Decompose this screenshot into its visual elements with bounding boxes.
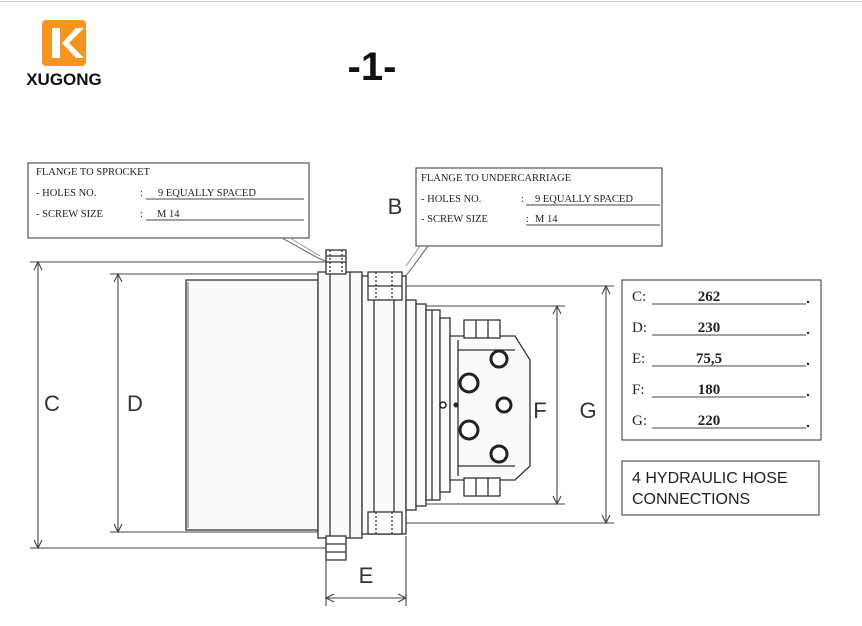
dimension-row-dot bbox=[806, 424, 810, 428]
port-right-middle bbox=[495, 396, 513, 414]
flange-undercarriage-screw-colon: : bbox=[526, 214, 529, 225]
page-number: -1- bbox=[348, 45, 397, 89]
dimension-row: F: 180 bbox=[632, 382, 810, 398]
sprocket-leader bbox=[281, 237, 329, 263]
flange-undercarriage-holes-label: - HOLES NO. bbox=[421, 194, 481, 205]
flange-undercarriage-holes-value: 9 EQUALLY SPACED bbox=[535, 194, 633, 205]
hose-note-box: 4 HYDRAULIC HOSE CONNECTIONS bbox=[621, 460, 820, 516]
dimension-row-dot bbox=[806, 331, 810, 335]
dimension-row: C: 262 bbox=[632, 289, 810, 305]
hose-note-line1: 4 HYDRAULIC HOSE bbox=[632, 470, 788, 487]
dimension-letter-f: F bbox=[533, 398, 546, 423]
dimension-row-value: 230 bbox=[698, 320, 721, 336]
dimension-row-dot bbox=[806, 300, 810, 304]
motor-body bbox=[185, 249, 531, 561]
flange-sprocket-screw-value: M 14 bbox=[157, 209, 180, 220]
flange-sprocket-holes-value: 9 EQUALLY SPACED bbox=[158, 188, 256, 199]
flange-sprocket-holes-label: - HOLES NO. bbox=[36, 188, 96, 199]
dimension-row-value: 180 bbox=[698, 382, 721, 398]
hose-note-line2: CONNECTIONS bbox=[632, 491, 750, 508]
flange-sprocket-screw-colon: : bbox=[140, 209, 143, 220]
flange-undercarriage-holes-colon: : bbox=[521, 194, 524, 205]
dimension-letter-e: E bbox=[359, 563, 374, 588]
dimension-row-value: 220 bbox=[698, 413, 721, 429]
dimension-letter-d: D bbox=[127, 391, 143, 416]
flange-sprocket-screw-label: - SCREW SIZE bbox=[36, 209, 103, 220]
xugong-logo bbox=[42, 20, 86, 66]
dimension-row-value: 262 bbox=[698, 289, 721, 305]
dimension-row-value: 75,5 bbox=[696, 351, 722, 367]
brand-name: XUGONG bbox=[26, 70, 102, 89]
flange-undercarriage-box: FLANGE TO UNDERCARRIAGE - HOLES NO. : 9 … bbox=[415, 167, 663, 247]
port-left-upper bbox=[458, 372, 480, 394]
dimension-row-dot bbox=[806, 362, 810, 366]
flange-undercarriage-screw-value: M 14 bbox=[535, 214, 558, 225]
port-top-right bbox=[489, 349, 509, 369]
dimension-row-label: F: bbox=[632, 382, 645, 398]
dimension-row: E: 75,5 bbox=[632, 351, 810, 367]
flange-undercarriage-screw-label: - SCREW SIZE bbox=[421, 214, 488, 225]
flange-sprocket-holes-colon: : bbox=[140, 188, 143, 199]
dimension-row-label: D: bbox=[632, 320, 647, 336]
dimension-lines bbox=[30, 260, 614, 606]
flange-sprocket-box: FLANGE TO SPROCKET - HOLES NO. : 9 EQUAL… bbox=[27, 162, 310, 239]
dimension-row-label: E: bbox=[632, 351, 645, 367]
dimension-row-label: G: bbox=[632, 413, 647, 429]
undercarriage-leader bbox=[403, 245, 429, 279]
flange-undercarriage-title: FLANGE TO UNDERCARRIAGE bbox=[421, 173, 571, 184]
dimension-row-label: C: bbox=[632, 289, 646, 305]
hydraulic-ports bbox=[458, 349, 513, 464]
dimension-row-dot bbox=[806, 393, 810, 397]
dimension-row: G: 220 bbox=[632, 413, 810, 429]
flange-sprocket-title: FLANGE TO SPROCKET bbox=[36, 167, 151, 178]
dimension-letter-g: G bbox=[579, 398, 596, 423]
dimension-row: D: 230 bbox=[632, 320, 810, 336]
port-bottom-right bbox=[489, 444, 509, 464]
port-left-lower bbox=[458, 419, 480, 441]
dimension-letter-b: B bbox=[388, 194, 403, 219]
dimension-letter-c: C bbox=[44, 391, 60, 416]
